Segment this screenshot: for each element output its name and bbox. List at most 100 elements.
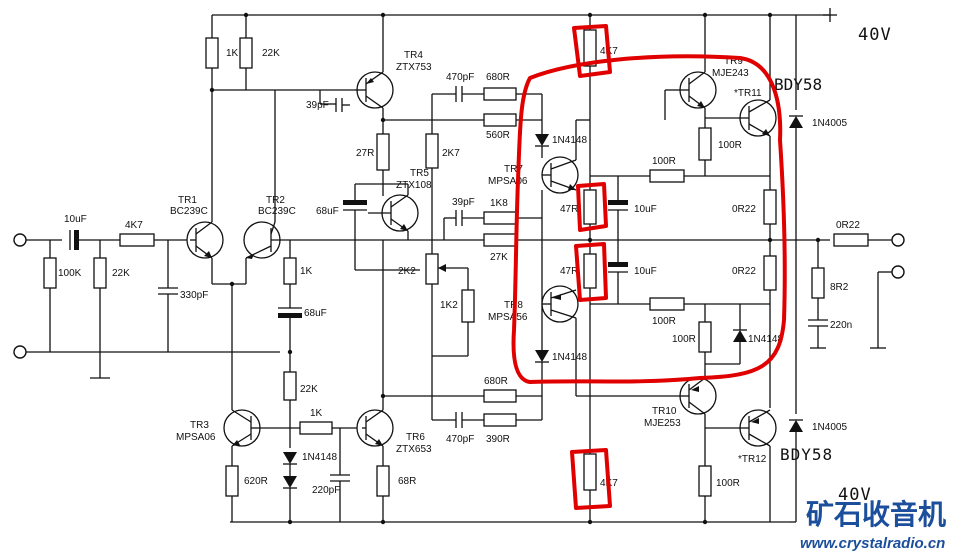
diode-1n4148-top — [535, 134, 549, 147]
label-r-1k-tr2: 1K — [300, 266, 313, 277]
label-r-680r-top: 680R — [486, 72, 510, 83]
watermark: 矿石收音机 www.crystalradio.cn — [800, 498, 946, 552]
label-r-4k7-in: 4K7 — [125, 220, 143, 231]
label-c-10uf-bot: 10uF — [634, 266, 657, 277]
resistor-680r-bot — [483, 389, 517, 403]
label-d-1n4005-bot: 1N4005 — [812, 422, 847, 433]
label-c-220pf: 220pF — [312, 485, 340, 496]
transistor-tr4 — [355, 71, 394, 109]
label-r-100r-d: 100R — [672, 334, 696, 345]
label-r-22k-low: 22K — [300, 384, 318, 395]
resistor-27k — [483, 233, 517, 247]
resistor-1k-tr2 — [283, 257, 297, 285]
resistor-4k7-bot — [583, 453, 597, 491]
label-d-1n4148-low: 1N4148 — [302, 452, 337, 463]
label-r-22k-top: 22K — [262, 48, 280, 59]
label-r-68r: 68R — [398, 476, 416, 487]
capacitor-10uf-bot — [608, 262, 628, 273]
label-tr10-name: TR10 — [652, 406, 677, 417]
transistor-tr10 — [679, 377, 717, 415]
label-c-68uf-low: 68uF — [304, 308, 327, 319]
resistor-390r — [483, 413, 517, 427]
label-r-8r2: 8R2 — [830, 282, 849, 293]
label-r-27k: 27K — [490, 252, 508, 263]
label-r-100r-b: 100R — [652, 316, 676, 327]
label-c-10uf-top: 10uF — [634, 204, 657, 215]
diode-1n4148-right — [733, 329, 747, 342]
resistor-8r2 — [811, 267, 825, 299]
label-r-560r: 560R — [486, 130, 510, 141]
resistor-1k2 — [461, 289, 475, 323]
label-c-330pf: 330pF — [180, 290, 208, 301]
label-r-27r: 27R — [356, 148, 374, 159]
diode-1n4005-top — [789, 115, 803, 128]
label-d-1n4005-top: 1N4005 — [812, 118, 847, 129]
resistor-22k-top — [239, 37, 253, 69]
resistor-0r22-top — [763, 189, 777, 225]
transistor-tr11 — [738, 99, 777, 137]
transistor-tr12 — [738, 409, 777, 447]
resistor-27r — [376, 133, 390, 171]
label-r-390r: 390R — [486, 434, 510, 445]
label-tr4-name: TR4 — [404, 50, 423, 61]
resistor-100r-c — [698, 127, 712, 161]
label-r-1k8: 1K8 — [490, 198, 508, 209]
supply-bottom-label: 40V — [838, 485, 872, 505]
label-c-470pf-top: 470pF — [446, 72, 474, 83]
transistor-tr3 — [223, 409, 261, 447]
potentiometer-2k2 — [425, 253, 439, 285]
resistor-560r — [483, 113, 517, 127]
label-tr1-name: TR1 — [178, 195, 197, 206]
positive-rail — [212, 8, 837, 22]
resistor-22k-low — [283, 371, 297, 401]
label-tr4-part: ZTX753 — [396, 62, 432, 73]
resistor-100r-a — [649, 169, 685, 183]
input-terminals — [13, 233, 27, 359]
resistor-0r22-bot — [763, 255, 777, 291]
transistor-tr9 — [679, 71, 717, 109]
label-c-68uf-mid: 68uF — [316, 206, 339, 217]
capacitor-68uf-mid — [343, 200, 367, 211]
label-c-39pf-mid: 39pF — [452, 197, 475, 208]
resistor-100r-b — [649, 297, 685, 311]
label-tr6-part: ZTX653 — [396, 444, 432, 455]
watermark-brand: 矿石收音机 — [806, 498, 946, 531]
label-tr6-name: TR6 — [406, 432, 425, 443]
label-r-0r22-out: 0R22 — [836, 220, 860, 231]
resistor-100r-d — [698, 321, 712, 353]
label-tr12-name: *TR12 — [738, 454, 767, 465]
label-tr7-part: MPSA06 — [488, 176, 528, 187]
resistor-4k7-in — [119, 233, 155, 247]
label-r-100r-a: 100R — [652, 156, 676, 167]
label-bdy58-bot: BDY58 — [780, 445, 833, 464]
label-c-39pf-left: 39pF — [306, 100, 329, 111]
negative-rail — [230, 519, 790, 525]
label-d-1n4148-bot: 1N4148 — [552, 352, 587, 363]
label-tr8-part: MPSA56 — [488, 312, 528, 323]
label-tr7-name: TR7 — [504, 164, 523, 175]
label-r-680r-bot: 680R — [484, 376, 508, 387]
label-tr11-name: *TR11 — [734, 88, 762, 99]
label-r-1k-low: 1K — [310, 408, 323, 419]
transistor-tr6 — [356, 409, 394, 447]
label-tr9-part: MJE243 — [712, 68, 749, 79]
resistor-100r-e — [698, 465, 712, 497]
resistor-680r-top — [483, 87, 517, 101]
label-c-470pf-bot: 470pF — [446, 434, 474, 445]
label-tr5-part: ZTX108 — [396, 180, 432, 191]
output-terminal-ground — [891, 265, 905, 279]
transistor-tr2 — [243, 221, 290, 259]
label-tr2-name: TR2 — [266, 195, 285, 206]
diode-1n4148-bot — [535, 350, 549, 363]
label-tr9-name: TR9 — [724, 56, 743, 67]
label-r-47r-bot: 47R — [560, 266, 578, 277]
label-r-1k2: 1K2 — [440, 300, 458, 311]
resistor-47r-top — [583, 189, 597, 225]
label-c-10uf-in: 10uF — [64, 214, 87, 225]
capacitor-68uf-low — [278, 307, 302, 318]
transistor-tr5 — [368, 194, 419, 232]
resistor-22k-in — [93, 257, 107, 289]
label-r-0r22-bot: 0R22 — [732, 266, 756, 277]
transistor-tr1 — [186, 221, 224, 259]
